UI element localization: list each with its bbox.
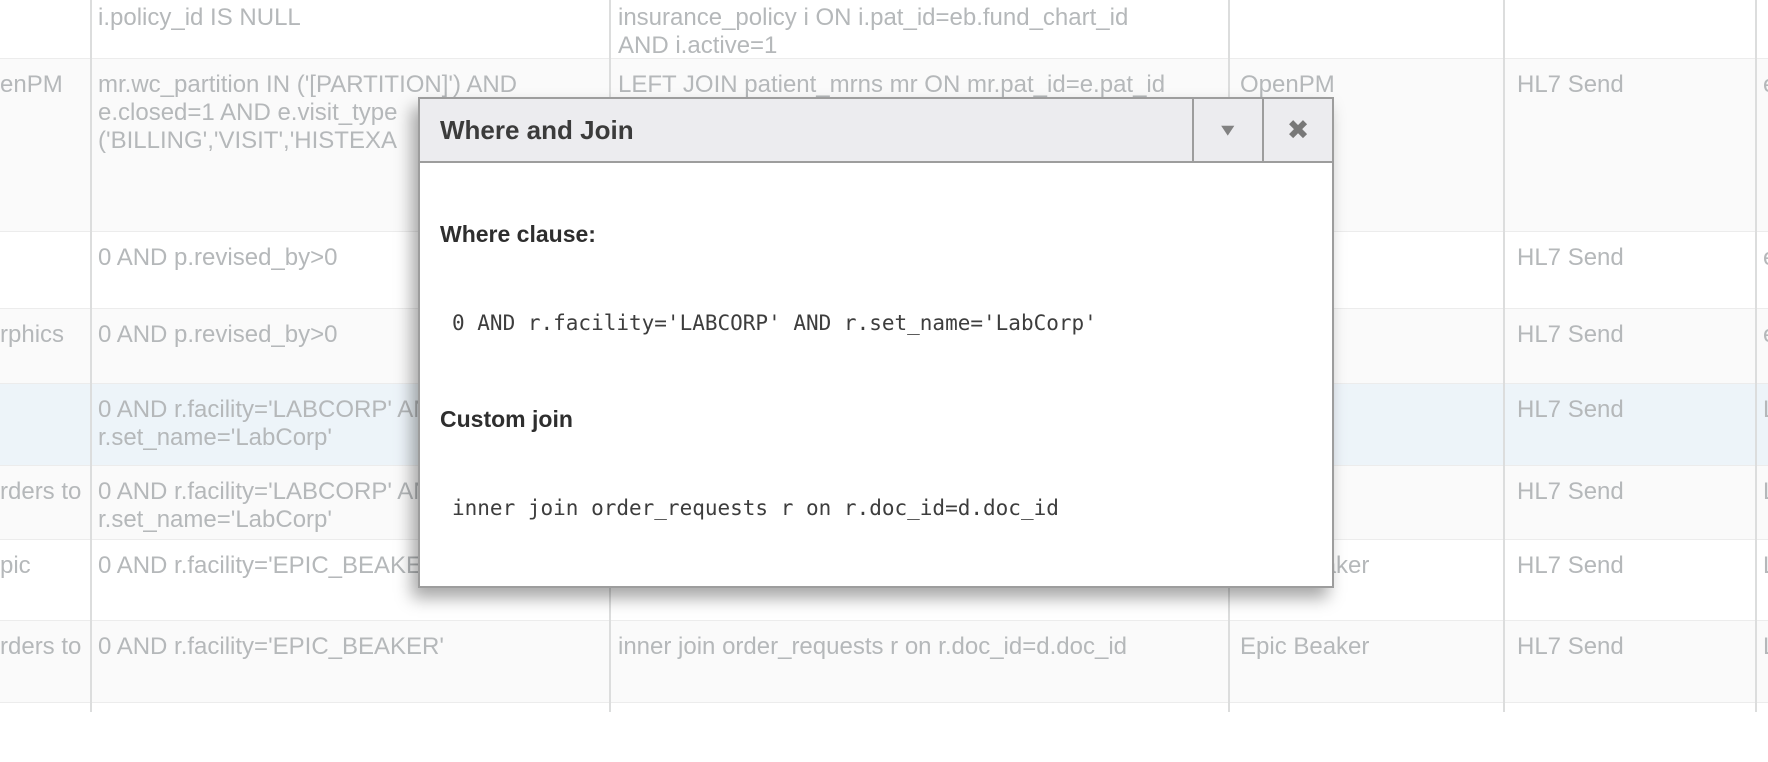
table-cell-target-system: Epic Beaker bbox=[1240, 633, 1370, 660]
table-cell-system-name: rders to bbox=[0, 478, 82, 505]
where-clause-value: 0 AND r.facility='LABCORP' AND r.set_nam… bbox=[452, 311, 1097, 335]
chevron-down-icon: ▼ bbox=[1221, 122, 1235, 138]
table-cell-clipped: L bbox=[1757, 621, 1768, 702]
table-cell-where-clause: 0 AND p.revised_by>0 bbox=[98, 244, 338, 271]
table-cell-where-clause: 0 AND r.facility='EPIC_BEAKER' bbox=[98, 552, 444, 579]
table-cell-send-method: HL7 Send bbox=[1517, 633, 1624, 660]
table-cell-send-method: HL7 Send bbox=[1517, 321, 1624, 348]
table-cell-system-name: rphics bbox=[0, 321, 65, 348]
column-divider bbox=[1755, 0, 1757, 712]
dialog-title: Where and Join bbox=[440, 114, 634, 145]
table-cell-system-name: pic bbox=[0, 552, 31, 579]
close-icon: ✖ bbox=[1286, 114, 1310, 146]
table-cell-where-clause: 0 AND p.revised_by>0 bbox=[98, 321, 338, 348]
custom-join-value: inner join order_requests r on r.doc_id=… bbox=[452, 496, 1059, 520]
table-row[interactable]: i.policy_id IS NULL insurance_policy i O… bbox=[0, 0, 1768, 59]
table-cell-where-clause: i.policy_id IS NULL bbox=[98, 4, 301, 31]
table-cell-system-name: enPM bbox=[0, 71, 63, 98]
column-divider bbox=[1503, 0, 1505, 712]
collapse-button[interactable]: ▼ bbox=[1192, 99, 1262, 161]
table-cell-custom-join: LEFT JOIN patient_mrns mr ON mr.pat_id=e… bbox=[618, 71, 1166, 98]
table-cell-system-name: rders to bbox=[0, 633, 82, 660]
table-cell-target-system: OpenPM bbox=[1240, 71, 1335, 98]
table-cell-where-clause: 0 AND r.facility='EPIC_BEAKER' bbox=[98, 633, 444, 660]
where-clause-label: Where clause: bbox=[440, 221, 596, 247]
table-cell-clipped: L bbox=[1757, 466, 1768, 539]
table-cell-clipped: L bbox=[1757, 384, 1768, 465]
dialog-titlebar[interactable]: Where and Join ▼ ✖ bbox=[420, 99, 1332, 163]
table-cell-custom-join: inner join order_requests r on r.doc_id=… bbox=[618, 633, 1127, 660]
table-cell-clipped: e bbox=[1757, 232, 1768, 308]
table-cell-send-method: HL7 Send bbox=[1517, 244, 1624, 271]
table-cell-send-method: HL7 Send bbox=[1517, 552, 1624, 579]
close-button[interactable]: ✖ bbox=[1262, 99, 1332, 161]
table-cell-send-method: HL7 Send bbox=[1517, 396, 1624, 423]
table-cell-custom-join: insurance_policy i ON i.pat_id=eb.fund_c… bbox=[618, 4, 1129, 59]
table-cell-send-method: HL7 Send bbox=[1517, 71, 1624, 98]
table-cell-clipped: e bbox=[1757, 59, 1768, 231]
table-cell-clipped: L bbox=[1757, 540, 1768, 620]
dialog-body: Where clause: 0 AND r.facility='LABCORP'… bbox=[420, 221, 1332, 521]
table-row[interactable]: rders to 0 AND r.facility='EPIC_BEAKER' … bbox=[0, 620, 1768, 702]
table-cell-send-method: HL7 Send bbox=[1517, 478, 1624, 505]
custom-join-label: Custom join bbox=[440, 406, 573, 432]
table-cell-clipped: e bbox=[1757, 309, 1768, 383]
column-divider bbox=[90, 0, 92, 712]
where-and-join-dialog: Where and Join ▼ ✖ Where clause: 0 AND r… bbox=[418, 97, 1334, 588]
